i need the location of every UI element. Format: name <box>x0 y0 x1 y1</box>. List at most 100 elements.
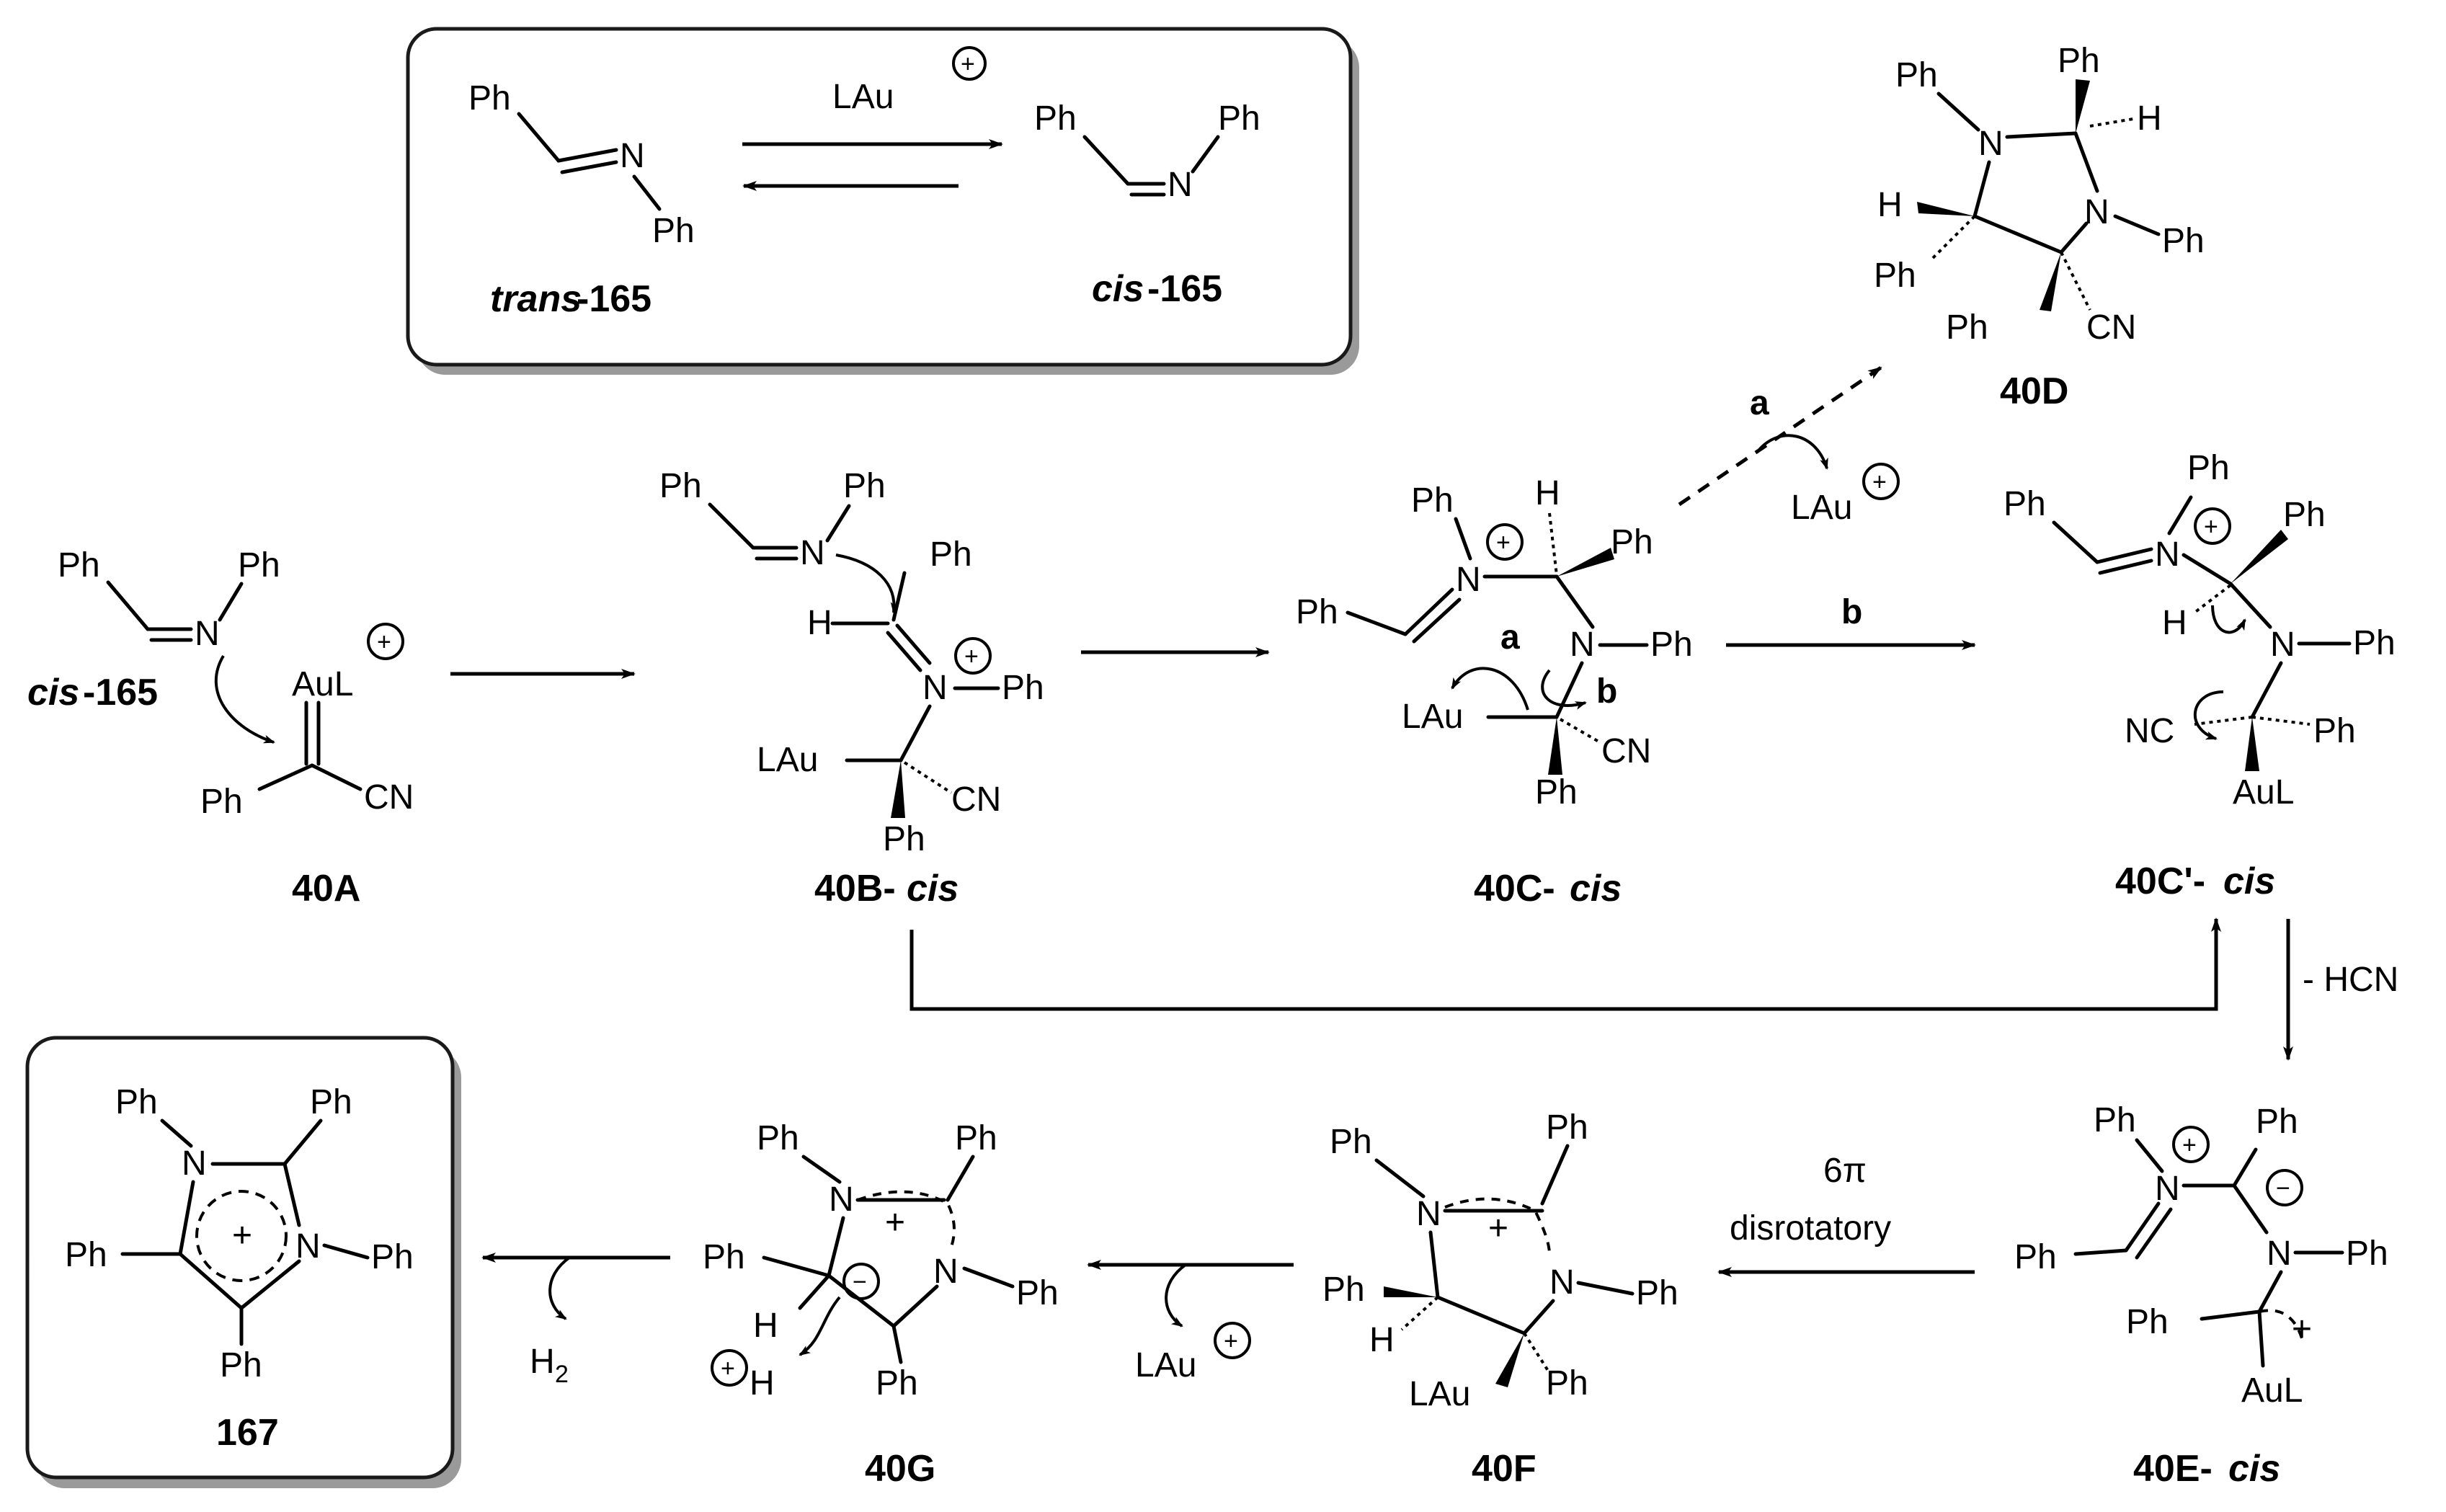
isomerization-box: Ph N Ph trans -165 LAu + Ph N Ph cis -16… <box>406 27 1359 375</box>
byproduct-h: H <box>530 1343 555 1381</box>
charge-plus: + <box>1488 1209 1508 1248</box>
atom-ph: Ph <box>1874 257 1916 295</box>
compound-label-40E-number: 40E- <box>2133 1448 2212 1490</box>
atom-ph: Ph <box>2187 449 2230 487</box>
atom-ph: Ph <box>1411 481 1454 520</box>
compound-label-cis-165-prefix: cis <box>27 672 79 713</box>
atom-ph: Ph <box>652 212 695 250</box>
atom-ph: Ph <box>2126 1303 2169 1341</box>
atom-h: H <box>1877 186 1903 224</box>
compound-label-40B-number: 40B- <box>814 868 896 910</box>
compound-label-40G: 40G <box>865 1448 935 1490</box>
compound-label-40C-suffix: cis <box>1570 868 1622 910</box>
catalyst-lau: LAu <box>1135 1346 1196 1384</box>
atom-ph: Ph <box>220 1346 262 1384</box>
compound-40B-cis: Ph Ph N Ph H N + Ph LAu Ph CN 40B- cis <box>659 467 1044 910</box>
atom-ph: Ph <box>1296 593 1338 631</box>
atom-lau: LAu <box>1402 698 1463 736</box>
atom-ph: Ph <box>2004 485 2046 523</box>
compound-label-167: 167 <box>216 1412 279 1454</box>
condition-disrotatory: disrotatory <box>1730 1209 1891 1248</box>
atom-ph: Ph <box>1322 1271 1365 1309</box>
atom-ph: Ph <box>2353 624 2396 662</box>
atom-ph: Ph <box>843 467 886 505</box>
charge-plus: + <box>961 50 975 78</box>
compound-40C-cis: Ph N + Ph H Ph N Ph LAu Ph CN a b 40C- c… <box>1296 474 1693 910</box>
atom-ph: Ph <box>1895 56 1938 94</box>
charge-plus: + <box>964 643 979 670</box>
atom-ph: Ph <box>2162 222 2205 260</box>
compound-label-40C-prime-suffix: cis <box>2223 860 2275 902</box>
charge-plus: + <box>885 1204 905 1242</box>
atom-n: N <box>2267 1235 2292 1273</box>
atom-ph: Ph <box>2346 1235 2388 1273</box>
atom-ph: Ph <box>371 1238 414 1276</box>
byproduct-subscript-2: 2 <box>555 1361 569 1388</box>
atom-aul: AuL <box>2233 773 2294 811</box>
charge-minus: − <box>853 1268 867 1296</box>
path-label-a: a <box>1500 618 1520 657</box>
compound-label-trans-165-number: -165 <box>577 278 651 320</box>
atom-ph: Ph <box>2313 712 2356 750</box>
charge-plus: + <box>2292 1310 2312 1348</box>
charge-plus: + <box>1224 1328 1238 1355</box>
atom-h: H <box>807 604 832 642</box>
atom-n: N <box>295 1227 321 1266</box>
atom-n: N <box>1168 166 1193 204</box>
atom-n: N <box>1416 1195 1441 1233</box>
atom-h: H <box>1535 474 1560 512</box>
atom-ph: Ph <box>58 546 100 584</box>
atom-cn: CN <box>1601 732 1651 770</box>
charge-plus: + <box>2204 513 2218 541</box>
atom-ph: Ph <box>1330 1123 1372 1161</box>
atom-cn: CN <box>951 781 1001 819</box>
atom-ph: Ph <box>65 1236 107 1274</box>
compound-40E-cis: Ph N + Ph − Ph N Ph + Ph AuL 40E- cis <box>2014 1101 2388 1490</box>
charge-plus: + <box>377 628 391 656</box>
path-label-b: b <box>1596 672 1617 711</box>
path-label-a: a <box>1750 384 1769 422</box>
trans-165-structure: Ph N Ph <box>468 79 695 250</box>
compound-label-cis-165-prefix: cis <box>1092 268 1144 310</box>
atom-nc: NC <box>2125 712 2174 750</box>
atom-ph: Ph <box>1535 773 1578 811</box>
compound-label-trans-165-prefix: trans <box>490 278 582 320</box>
atom-n: N <box>1570 626 1595 664</box>
catalyst-lau: LAu <box>1791 489 1852 527</box>
compound-label-40B-suffix: cis <box>907 868 959 910</box>
compound-label-40A: 40A <box>292 868 360 910</box>
atom-ph: Ph <box>1034 99 1077 138</box>
atom-n: N <box>195 615 220 653</box>
atom-cn: CN <box>2086 308 2136 347</box>
atom-ph: Ph <box>2094 1101 2136 1139</box>
compound-40C-prime-cis: Ph N + Ph Ph H N Ph NC Ph AuL 40C'- cis <box>2004 449 2396 902</box>
atom-h: H <box>2162 604 2187 642</box>
cis-165-structure: Ph N Ph <box>1034 99 1260 204</box>
atom-n: N <box>1456 561 1481 599</box>
atom-n: N <box>829 1180 854 1219</box>
compound-label-40C-prime-number: 40C'- <box>2115 860 2205 902</box>
atom-ph: Ph <box>1016 1274 1059 1312</box>
atom-aul: AuL <box>292 665 353 703</box>
compound-label-cis-165-number: -165 <box>1147 268 1222 310</box>
compound-label-40E-suffix: cis <box>2228 1448 2280 1490</box>
atom-ph: Ph <box>200 783 243 821</box>
compound-label-40C-number: 40C- <box>1474 868 1555 910</box>
atom-n: N <box>620 137 645 175</box>
atom-n: N <box>182 1144 207 1183</box>
atom-lau: LAu <box>757 741 818 779</box>
compound-label-cis-165-number: -165 <box>83 672 158 713</box>
compound-40A: Ph N Ph cis -165 AuL + Ph CN 40A <box>27 546 414 910</box>
condition-minus-hcn: - HCN <box>2303 961 2398 999</box>
atom-lau: LAu <box>1409 1375 1470 1413</box>
atom-n: N <box>922 669 948 707</box>
atom-ph: Ph <box>2058 42 2100 80</box>
atom-h: H <box>1369 1321 1395 1359</box>
atom-ph: Ph <box>757 1119 799 1157</box>
charge-plus: + <box>2182 1131 2197 1159</box>
atom-n: N <box>1549 1263 1575 1302</box>
path-label-b: b <box>1841 593 1862 631</box>
compound-label-40F: 40F <box>1472 1448 1536 1490</box>
atom-ph: Ph <box>115 1083 158 1121</box>
atom-ph: Ph <box>1546 1108 1588 1147</box>
